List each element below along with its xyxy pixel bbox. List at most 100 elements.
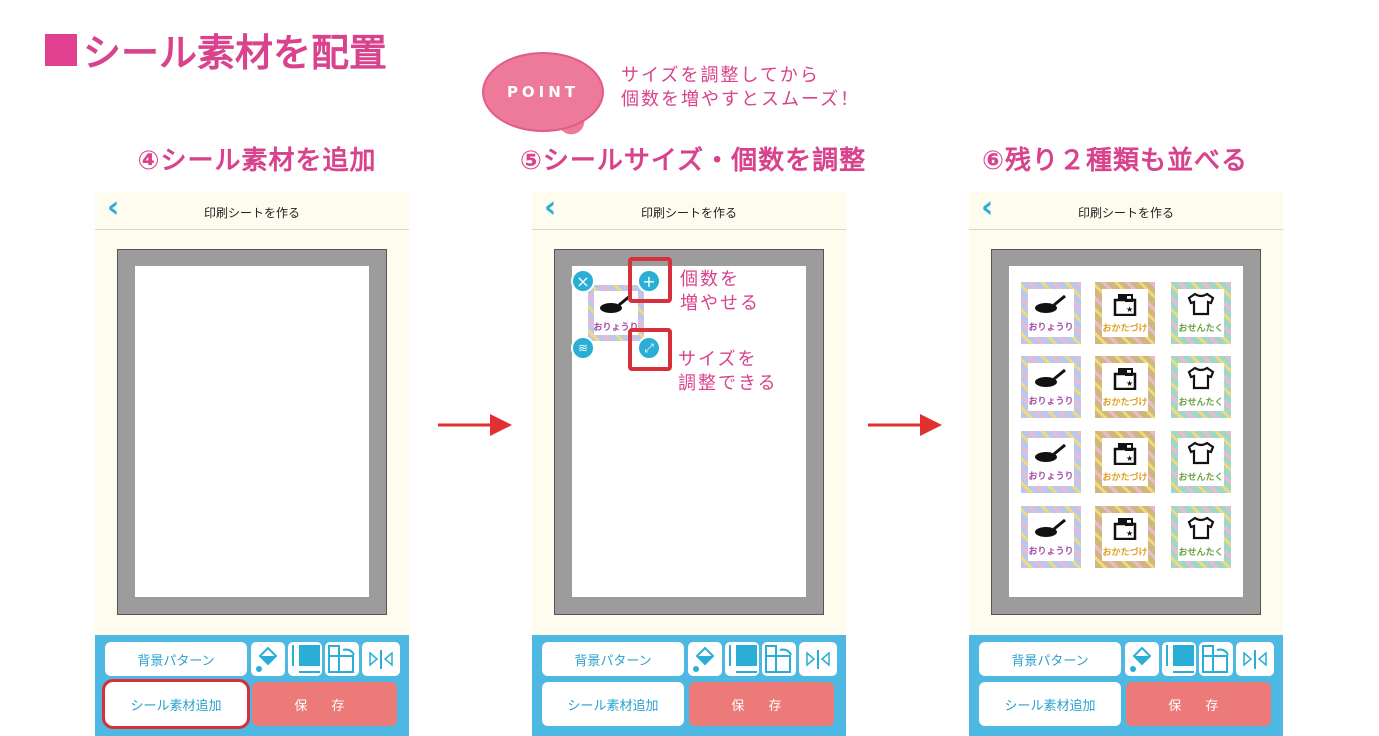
arrow-right-icon bbox=[438, 414, 512, 436]
sticker-label: おりょうり bbox=[1028, 397, 1074, 407]
print-sheet-canvas[interactable]: おりょうり★おかたづけおせんたくおりょうり★おかたづけおせんたくおりょうり★おか… bbox=[1009, 266, 1243, 597]
box-icon: ★ bbox=[1111, 292, 1139, 320]
print-sheet-canvas[interactable]: おりょうり × + ≋ ⤢ bbox=[571, 257, 806, 597]
flip-icon[interactable] bbox=[799, 642, 837, 676]
resize-icon[interactable]: ⤢ bbox=[637, 336, 661, 360]
arrow-right-icon bbox=[868, 414, 942, 436]
sticker-label: おりょうり bbox=[1028, 472, 1074, 482]
shirt-icon bbox=[1186, 292, 1216, 320]
sticker-shirt[interactable]: おせんたく bbox=[1171, 431, 1231, 493]
sticker-label: おせんたく bbox=[1178, 398, 1224, 408]
box-icon: ★ bbox=[1111, 366, 1139, 394]
sticker-label: おかたづけ bbox=[1102, 324, 1148, 334]
phone-screen-step4: ‹ 印刷シートを作る 背景パターン シール素材追加 保 存 bbox=[95, 192, 409, 736]
fill-bucket-icon[interactable] bbox=[251, 642, 285, 676]
sticker-label: おりょうり bbox=[593, 323, 639, 333]
back-chevron-icon[interactable]: ‹ bbox=[981, 192, 994, 225]
rotate-icon[interactable] bbox=[762, 642, 796, 676]
sticker-frying-pan[interactable]: おりょうり bbox=[1021, 431, 1081, 493]
highlight-box bbox=[628, 257, 672, 303]
page-title: シール素材を配置 bbox=[45, 22, 387, 77]
background-pattern-button[interactable]: 背景パターン bbox=[979, 642, 1121, 676]
box-icon: ★ bbox=[1111, 516, 1139, 544]
sticker-box[interactable]: ★ おかたづけ bbox=[1095, 431, 1155, 493]
sticker-label: おかたづけ bbox=[1102, 473, 1148, 483]
sticker-label: おかたづけ bbox=[1102, 548, 1148, 558]
screen-title: 印刷シートを作る bbox=[203, 206, 300, 220]
save-button[interactable]: 保 存 bbox=[689, 682, 834, 726]
fill-bucket-icon[interactable] bbox=[1125, 642, 1159, 676]
resize-sheet-icon[interactable] bbox=[725, 642, 759, 676]
save-button[interactable]: 保 存 bbox=[252, 682, 397, 726]
phone-screen-step5: ‹ 印刷シートを作る おりょうり × + ≋ ⤢ 個数を 増やせるサイズを 調整… bbox=[532, 192, 846, 736]
app-header: ‹ 印刷シートを作る bbox=[95, 192, 409, 230]
step-4-heading: ④シール素材を追加 bbox=[137, 146, 377, 176]
print-sheet-frame: おりょうり × + ≋ ⤢ bbox=[554, 249, 824, 615]
resize-sheet-icon[interactable] bbox=[1162, 642, 1196, 676]
sticker-shirt[interactable]: おせんたく bbox=[1171, 356, 1231, 418]
annotation-size: サイズを 調整できる bbox=[678, 349, 778, 394]
layers-icon[interactable]: ≋ bbox=[571, 336, 595, 360]
point-badge: POINT bbox=[482, 52, 604, 132]
sticker-label: おかたづけ bbox=[1102, 398, 1148, 408]
resize-sheet-icon[interactable] bbox=[288, 642, 322, 676]
app-header: ‹ 印刷シートを作る bbox=[532, 192, 846, 230]
annotation-count: 個数を 増やせる bbox=[680, 269, 760, 314]
print-sheet-frame: おりょうり★おかたづけおせんたくおりょうり★おかたづけおせんたくおりょうり★おか… bbox=[991, 249, 1261, 615]
sticker-frying-pan[interactable]: おりょうり bbox=[1021, 356, 1081, 418]
bottom-toolbar: 背景パターン シール素材追加 保 存 bbox=[969, 635, 1283, 736]
frying-pan-icon bbox=[1034, 442, 1068, 468]
highlight-box bbox=[628, 328, 672, 371]
sticker-label: おりょうり bbox=[1028, 547, 1074, 557]
background-pattern-button[interactable]: 背景パターン bbox=[105, 642, 247, 676]
sticker-label: おせんたく bbox=[1178, 324, 1224, 334]
sticker-shirt[interactable]: おせんたく bbox=[1171, 282, 1231, 344]
sticker-shirt[interactable]: おせんたく bbox=[1171, 506, 1231, 568]
sticker-box[interactable]: ★ おかたづけ bbox=[1095, 356, 1155, 418]
svg-text:★: ★ bbox=[1126, 454, 1133, 463]
back-chevron-icon[interactable]: ‹ bbox=[107, 192, 120, 225]
screen-title: 印刷シートを作る bbox=[1077, 206, 1174, 220]
box-icon: ★ bbox=[1111, 441, 1139, 469]
print-sheet-frame bbox=[117, 249, 387, 615]
point-tip: サイズを調整してから 個数を増やすとスムーズ！ bbox=[621, 65, 861, 110]
print-sheet-canvas[interactable] bbox=[135, 266, 369, 597]
frying-pan-icon bbox=[1034, 367, 1068, 393]
sticker-frying-pan[interactable]: おりょうり bbox=[1021, 282, 1081, 344]
rotate-icon[interactable] bbox=[325, 642, 359, 676]
sticker-box[interactable]: ★ おかたづけ bbox=[1095, 506, 1155, 568]
close-icon[interactable]: × bbox=[571, 269, 595, 293]
flip-icon[interactable] bbox=[1236, 642, 1274, 676]
back-chevron-icon[interactable]: ‹ bbox=[544, 192, 557, 225]
save-button[interactable]: 保 存 bbox=[1126, 682, 1271, 726]
shirt-icon bbox=[1186, 366, 1216, 394]
svg-text:★: ★ bbox=[1126, 305, 1133, 314]
phone-screen-step6: ‹ 印刷シートを作る おりょうり★おかたづけおせんたくおりょうり★おかたづけおせ… bbox=[969, 192, 1283, 736]
add-sticker-button[interactable]: シール素材追加 bbox=[542, 682, 684, 726]
step-6-heading: ⑥残り２種類も並べる bbox=[981, 146, 1248, 176]
sticker-label: おりょうり bbox=[1028, 323, 1074, 333]
shirt-icon bbox=[1186, 441, 1216, 469]
sticker-box[interactable]: ★ おかたづけ bbox=[1095, 282, 1155, 344]
square-bullet-icon bbox=[45, 33, 77, 66]
bottom-toolbar: 背景パターン シール素材追加 保 存 bbox=[532, 635, 846, 736]
background-pattern-button[interactable]: 背景パターン bbox=[542, 642, 684, 676]
svg-text:★: ★ bbox=[1126, 529, 1133, 538]
bottom-toolbar: 背景パターン シール素材追加 保 存 bbox=[95, 635, 409, 736]
sticker-frying-pan[interactable]: おりょうり bbox=[1021, 506, 1081, 568]
frying-pan-icon bbox=[1034, 517, 1068, 543]
rotate-icon[interactable] bbox=[1199, 642, 1233, 676]
screen-title: 印刷シートを作る bbox=[640, 206, 737, 220]
title-text: シール素材を配置 bbox=[83, 31, 388, 75]
add-sticker-button[interactable]: シール素材追加 bbox=[979, 682, 1121, 726]
plus-icon[interactable]: + bbox=[637, 269, 661, 293]
shirt-icon bbox=[1186, 516, 1216, 544]
sticker-label: おせんたく bbox=[1178, 473, 1224, 483]
frying-pan-icon bbox=[1034, 293, 1068, 319]
flip-icon[interactable] bbox=[362, 642, 400, 676]
add-sticker-button[interactable]: シール素材追加 bbox=[102, 679, 250, 729]
sticker-frying-pan[interactable]: おりょうり bbox=[588, 285, 644, 341]
fill-bucket-icon[interactable] bbox=[688, 642, 722, 676]
sticker-label: おせんたく bbox=[1178, 548, 1224, 558]
step-5-heading: ⑤シールサイズ・個数を調整 bbox=[519, 146, 867, 176]
